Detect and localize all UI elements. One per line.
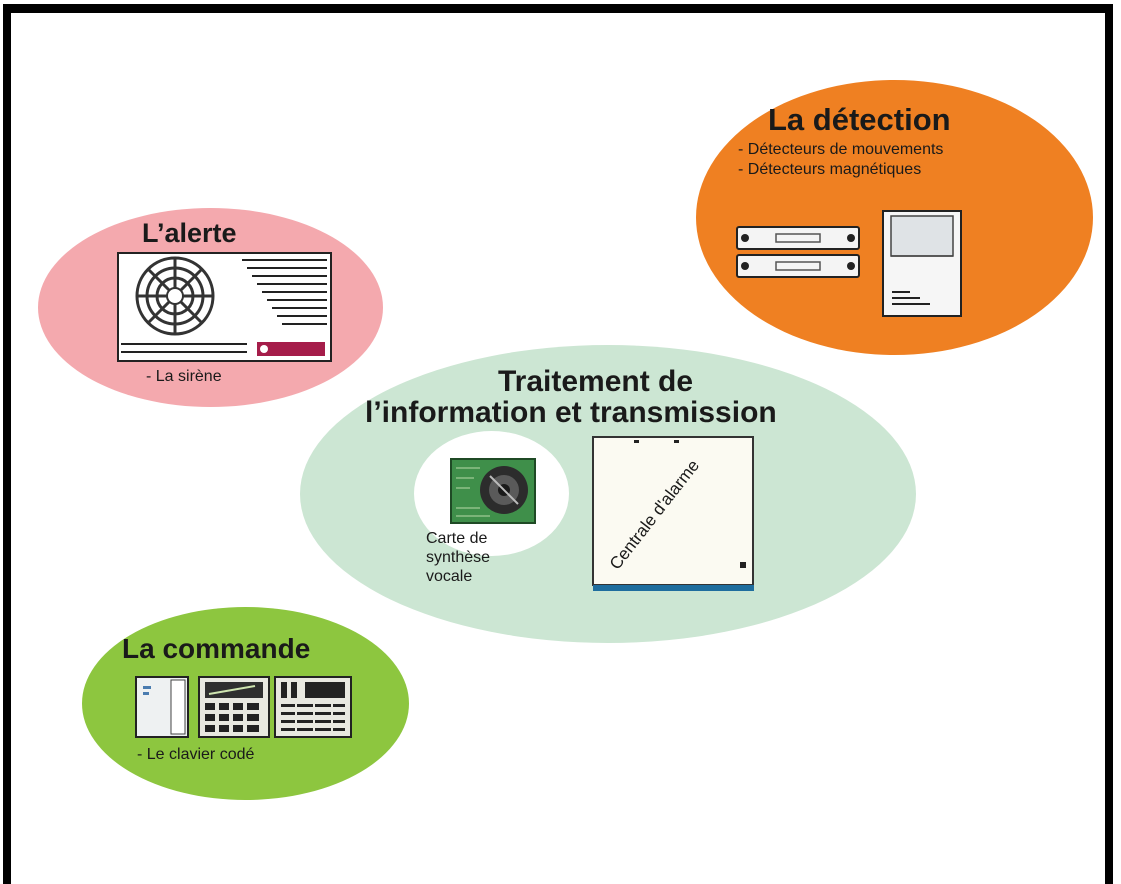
alerte-item: - La sirène	[146, 368, 222, 385]
traitement-title-line1: Traitement de	[498, 365, 694, 398]
alarm-panel-icon	[592, 436, 754, 591]
detection-item-1: - Détecteurs de mouvements	[738, 141, 944, 158]
card-label-2: synthèse	[426, 549, 491, 566]
commande-title: La commande	[122, 633, 311, 664]
commande-item: - Le clavier codé	[137, 746, 255, 763]
detection-title: La détection	[768, 102, 951, 137]
voice-card-icon	[450, 458, 536, 524]
card-label-1: Carte de	[426, 530, 488, 547]
alerte-title: L’alerte	[142, 218, 237, 248]
siren-icon	[117, 252, 332, 362]
traitement-title-line2: l’information et transmission	[365, 396, 777, 429]
card-label-3: vocale	[426, 568, 473, 585]
detection-item-2: - Détecteurs magnétiques	[738, 161, 922, 178]
page-frame	[3, 4, 1113, 884]
motion-detector-icon	[882, 210, 962, 317]
magnetic-detector-icon	[736, 226, 860, 278]
keypad-icon	[135, 676, 352, 738]
